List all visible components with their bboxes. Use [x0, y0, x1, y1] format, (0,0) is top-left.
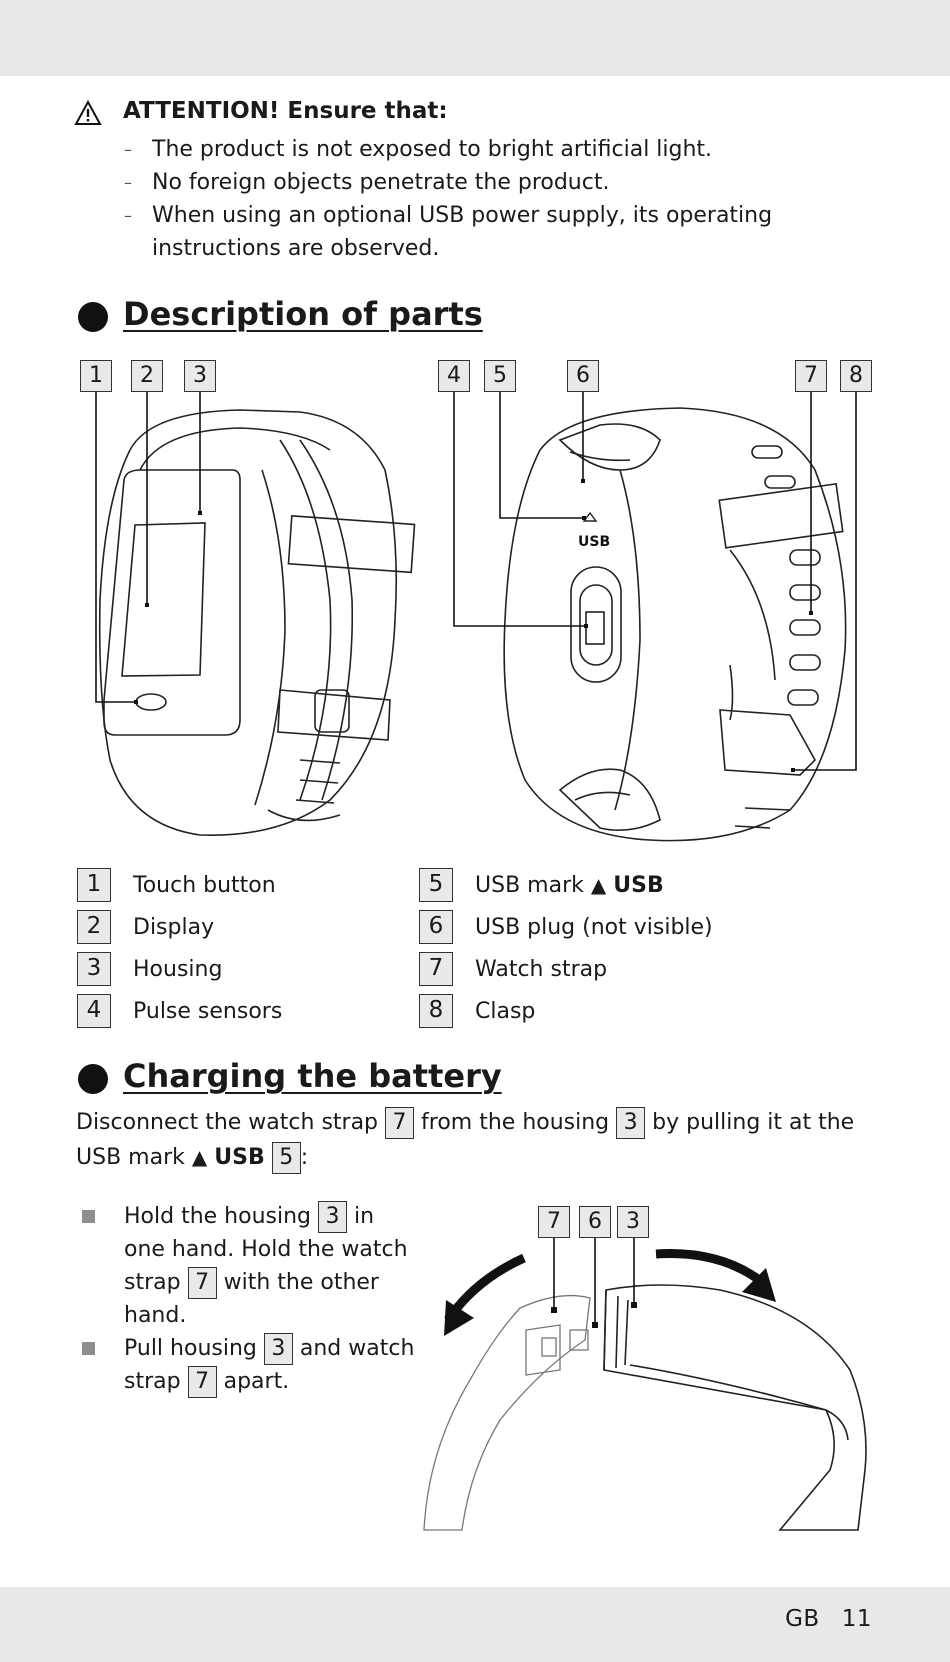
ref-box: 3: [318, 1201, 347, 1233]
ref-box: 7: [187, 1366, 217, 1398]
touch-button-shape: [135, 693, 167, 711]
page-top-band: [0, 0, 950, 76]
callout-5: 5: [484, 360, 516, 392]
charging-intro: Disconnect the watch strap 7 from the ho…: [76, 1106, 876, 1175]
bullet-square-icon: [82, 1210, 95, 1223]
attention-item: –When using an optional USB power supply…: [124, 203, 773, 261]
usb-triangle-icon: ▲: [191, 1145, 208, 1169]
warning-icon: [74, 100, 102, 125]
section-bullet: [78, 1064, 108, 1094]
callout-3: 3: [184, 360, 216, 392]
ref-box: 7: [385, 1107, 415, 1139]
callout-2: 2: [131, 360, 163, 392]
callout-3: 3: [617, 1206, 649, 1238]
ref-box: 3: [263, 1333, 293, 1365]
pulse-sensor-housing: [570, 566, 622, 683]
clasp-shape: [719, 709, 816, 776]
section-heading-charging: Charging the battery: [123, 1057, 502, 1095]
page-bottom-band: [0, 1587, 950, 1662]
callout-8: 8: [840, 360, 872, 392]
callout-7: 7: [538, 1206, 570, 1238]
charging-steps: Hold the housing 3 in one hand. Hold the…: [80, 1200, 420, 1398]
step-item: Hold the housing 3 in one hand. Hold the…: [80, 1200, 420, 1332]
step-item: Pull housing 3 and watch strap 7 apart.: [80, 1332, 420, 1398]
pulse-sensor-window: [585, 611, 605, 645]
page-number: 11: [841, 1606, 872, 1632]
callout-4: 4: [438, 360, 470, 392]
back-band-outer: [503, 407, 847, 842]
bullet-square-icon: [82, 1342, 95, 1355]
housing-front: [103, 469, 241, 736]
attention-item: –The product is not exposed to bright ar…: [124, 137, 713, 162]
usb-triangle-icon: ▲: [590, 873, 607, 897]
ref-box: 7: [187, 1267, 217, 1299]
callout-6: 6: [567, 360, 599, 392]
callout-7: 7: [795, 360, 827, 392]
usb-imprint: USB: [578, 534, 610, 550]
footer-language: GB: [785, 1606, 820, 1632]
ref-box: 3: [616, 1107, 646, 1139]
charging-illustration: [423, 1238, 867, 1531]
strap-piece: [423, 1294, 591, 1531]
housing-piece: [603, 1284, 867, 1531]
attention-item: –No foreign objects penetrate the produc…: [124, 170, 610, 195]
callout-6: 6: [579, 1206, 611, 1238]
section-heading-parts: Description of parts: [123, 295, 483, 333]
page-footer: GB 11: [763, 1606, 872, 1632]
ref-box: 5: [271, 1142, 301, 1174]
attention-title: ATTENTION! Ensure that:: [123, 98, 448, 124]
front-band-outer: [98, 409, 398, 837]
arrow-right-icon: [655, 1249, 765, 1286]
display-screen: [121, 522, 206, 677]
callout-1: 1: [80, 360, 112, 392]
section-bullet: [78, 302, 108, 332]
watch-parts-illustration: USB: [95, 392, 857, 842]
attention-list: –The product is not exposed to bright ar…: [124, 133, 864, 265]
